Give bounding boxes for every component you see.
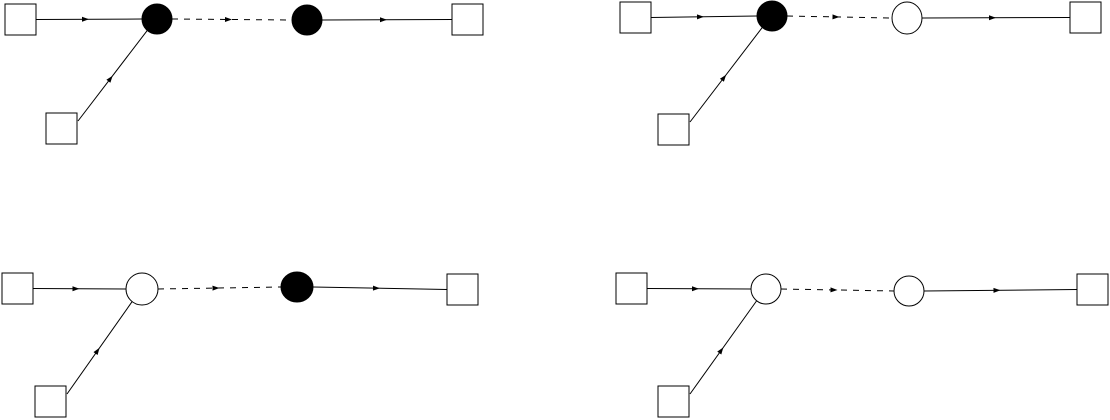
- panel-top-right-node-1: [756, 0, 788, 32]
- panel-bottom-right-edge-output-arrowhead: [993, 287, 1001, 293]
- panel-top-left-input-box-lower: [45, 112, 78, 145]
- panel-bottom-right-input-box-top: [615, 272, 648, 305]
- panel-top-left-edge-dashed-arrowhead: [224, 16, 232, 22]
- panel-bottom-left-edge-output-arrowhead: [372, 285, 380, 291]
- panel-bottom-right-input-box-lower: [657, 385, 690, 418]
- panel-top-right-output-box: [1069, 1, 1102, 34]
- panel-top-left-node-2: [291, 4, 323, 36]
- panel-top-right-edge-input-lower-arrowhead: [719, 74, 727, 82]
- panel-bottom-left-output-box: [446, 273, 479, 306]
- panel-top-left-edge-output-arrowhead: [379, 17, 387, 23]
- panel-top-left-node-1: [141, 3, 173, 35]
- panel-bottom-right-edge-dashed-arrowhead: [830, 287, 838, 293]
- panel-top-right-input-box-lower: [657, 113, 690, 146]
- panel-bottom-left-edge-dashed-arrowhead: [212, 285, 220, 291]
- panel-top-left-output-box: [451, 3, 484, 36]
- panel-bottom-left-edge-input-lower-arrowhead: [93, 347, 100, 355]
- panel-top-right-edge-input-top-arrowhead: [696, 14, 704, 20]
- panel-top-right-node-2: [891, 1, 923, 35]
- panel-bottom-right-node-1: [750, 273, 782, 305]
- panel-bottom-left-input-box-top: [1, 272, 34, 305]
- panel-top-right-edge-output-arrowhead: [988, 15, 996, 21]
- panel-top-left-input-box-top: [4, 3, 37, 36]
- panel-top-right-input-box-top: [619, 1, 652, 34]
- panel-top-right-edge-dashed-arrowhead: [832, 14, 840, 20]
- panel-bottom-left-node-1: [125, 272, 159, 306]
- panel-bottom-left-input-box-lower: [34, 385, 67, 418]
- panel-bottom-left-edge-input-top-arrowhead: [72, 286, 80, 292]
- panel-bottom-right-edge-input-lower-arrowhead: [717, 347, 724, 355]
- panel-bottom-left-node-2: [280, 271, 314, 303]
- panel-bottom-right-node-2: [893, 275, 925, 307]
- panel-top-left-edge-input-top-arrowhead: [81, 16, 89, 22]
- panel-bottom-right-edge-input-top-arrowhead: [691, 286, 699, 292]
- panel-top-left-edge-input-lower-arrowhead: [106, 75, 113, 83]
- panel-bottom-right-output-box: [1076, 273, 1109, 306]
